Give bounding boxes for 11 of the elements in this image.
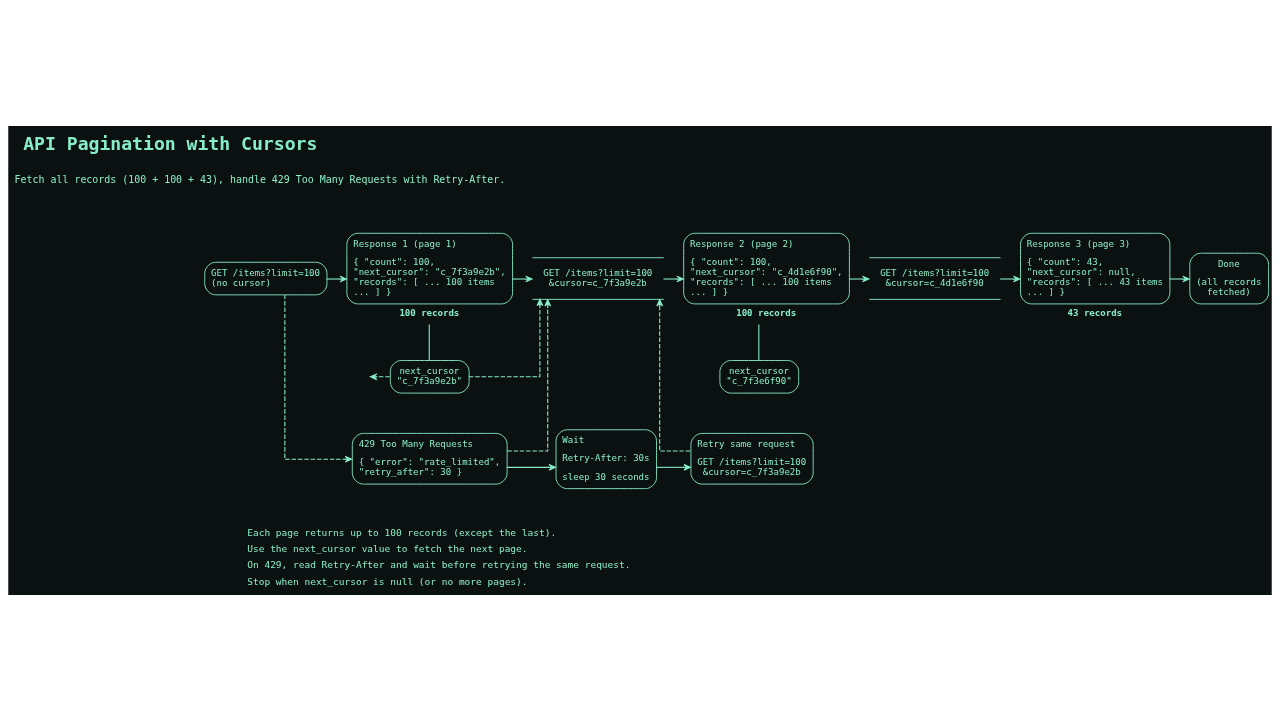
node-text: GET /items?limit=100 &cursor=c_4d1e6f90 — [880, 267, 990, 288]
label: Fetch all records (100 + 100 + 43), handle 429 Too Many Requests with Retry-After. — [14, 173, 506, 185]
node-text: GET /items?limit=100 &cursor=c_7f3a9e2b — [543, 267, 653, 288]
label: Stop when next_cursor is null (or no more pages). — [247, 575, 528, 586]
diagram-title: API Pagination with Cursors — [23, 132, 318, 154]
node-label: 100 records — [399, 307, 460, 318]
label: Use the next_cursor value to fetch the next page. — [247, 542, 528, 554]
label: On 429, read Retry-After and wait before retrying the same request. — [247, 558, 631, 570]
node-label: 100 records — [736, 307, 797, 318]
node-label: 43 records — [1067, 307, 1123, 318]
label: Each page returns up to 100 records (except the last). — [247, 526, 557, 538]
